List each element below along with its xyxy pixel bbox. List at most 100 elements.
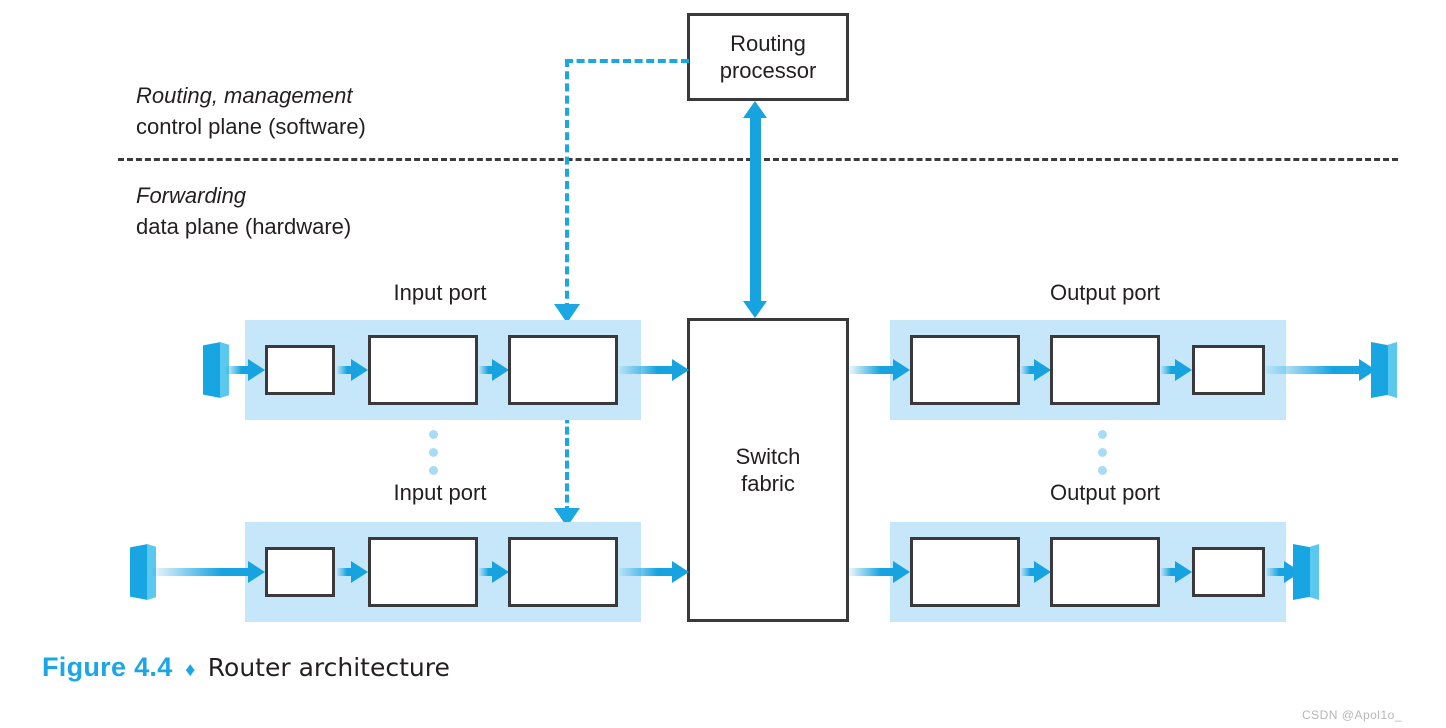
control-path-horizontal-segment — [565, 59, 689, 63]
input-port-top-title: Input port — [393, 280, 487, 305]
arrow-head — [492, 561, 509, 583]
arrow-head — [248, 359, 265, 381]
output-link-interface-icon-2 — [1293, 544, 1319, 600]
output-arrow-2-2 — [1161, 561, 1192, 583]
output-port-top-title: Output port — [1049, 280, 1161, 305]
input-stage-box-1-1 — [265, 345, 335, 395]
output-arrow-out-1 — [1266, 359, 1376, 381]
output-stage-box-2-1 — [910, 537, 1020, 607]
ellipsis-dot — [1098, 430, 1107, 439]
ellipsis-dot — [429, 466, 438, 475]
arrow-head — [351, 359, 368, 381]
arrow-shaft — [849, 366, 893, 374]
routing-processor-label-line2: processor — [719, 58, 817, 83]
input-arrow-1-1 — [337, 359, 368, 381]
input-arrow-1-2 — [479, 359, 509, 381]
arrow-head-up — [743, 101, 767, 118]
input-stage-box-1-2 — [368, 335, 478, 405]
input-arrow-2-1 — [337, 561, 368, 583]
slab-side-face — [1310, 544, 1319, 600]
slab-front-face — [130, 544, 148, 600]
routing-processor-label-line1: Routing — [730, 31, 806, 56]
output-arrow-1-2 — [1161, 359, 1192, 381]
slab-front-face — [203, 342, 221, 398]
input-arrow-in-1 — [225, 359, 265, 381]
figure-caption-text: Router architecture — [207, 653, 450, 682]
control-path-arrowhead-input-port-1 — [554, 304, 580, 323]
arrow-head — [672, 561, 689, 583]
arrow-head — [1175, 359, 1192, 381]
arrow-head — [893, 561, 910, 583]
arrow-shaft — [1021, 568, 1034, 576]
figure-caption: Figure 4.4 ♦ Router architecture — [42, 652, 450, 683]
arrow-head — [248, 561, 265, 583]
slab-front-face — [1293, 544, 1311, 600]
arrow-head — [672, 359, 689, 381]
diamond-icon: ♦ — [185, 659, 196, 681]
input-stage-box-2-2 — [368, 537, 478, 607]
arrow-shaft — [1266, 366, 1359, 374]
output-stage-box-2-3 — [1192, 547, 1265, 597]
routing-processor-label: Routing processor — [720, 30, 817, 84]
output-arrow-from-fabric-1 — [849, 359, 910, 381]
slab-side-face — [147, 544, 156, 600]
input-stage-box-2-1 — [265, 547, 335, 597]
output-arrow-2-1 — [1021, 561, 1051, 583]
data-plane-plain: data plane (hardware) — [136, 214, 352, 239]
output-arrow-1-1 — [1021, 359, 1051, 381]
arrow-shaft — [1161, 568, 1175, 576]
ellipsis-dot — [429, 448, 438, 457]
arrow-head-down — [743, 301, 767, 318]
arrow-head — [492, 359, 509, 381]
input-arrow-in-2 — [152, 561, 265, 583]
input-stage-box-2-3 — [508, 537, 618, 607]
arrow-shaft — [619, 568, 672, 576]
input-ports-ellipsis — [429, 430, 438, 484]
input-arrow-to-fabric-2 — [619, 561, 689, 583]
arrow-shaft — [619, 366, 672, 374]
control-plane-plain: control plane (software) — [136, 114, 366, 139]
arrow-shaft — [479, 568, 492, 576]
input-arrow-2-2 — [479, 561, 509, 583]
routing-processor-box: Routing processor — [687, 13, 849, 101]
figure-number: Figure 4.4 — [42, 652, 173, 682]
routing-processor-switch-fabric-arrow — [743, 101, 768, 318]
slab-side-face — [1388, 342, 1397, 398]
control-path-vertical-segment-2 — [565, 404, 569, 514]
arrow-shaft — [1266, 568, 1284, 576]
input-stage-box-1-3 — [508, 335, 618, 405]
switch-fabric-label: Switch fabric — [736, 443, 801, 497]
watermark-text: CSDN @Apol1o_ — [1301, 708, 1402, 722]
control-plane-emphasis: Routing, management — [136, 83, 353, 108]
slab-front-face — [1371, 342, 1389, 398]
data-plane-label: Forwarding data plane (hardware) — [136, 180, 351, 242]
ellipsis-dot — [1098, 448, 1107, 457]
arrow-shaft — [1021, 366, 1034, 374]
switch-fabric-label-line2: fabric — [741, 471, 795, 496]
output-link-interface-icon-1 — [1371, 342, 1397, 398]
input-link-interface-icon-1 — [203, 342, 229, 398]
arrow-shaft — [337, 366, 351, 374]
output-stage-box-1-1 — [910, 335, 1020, 405]
ellipsis-dot — [429, 430, 438, 439]
ellipsis-dot — [1098, 466, 1107, 475]
arrow-head — [1034, 359, 1051, 381]
arrow-shaft — [479, 366, 492, 374]
input-port-bottom-title: Input port — [393, 480, 487, 505]
control-plane-label: Routing, management control plane (softw… — [136, 80, 366, 142]
output-port-bottom-title: Output port — [1049, 480, 1161, 505]
switch-fabric-label-line1: Switch — [735, 444, 801, 469]
arrow-head — [351, 561, 368, 583]
arrow-head — [1175, 561, 1192, 583]
output-stage-box-1-2 — [1050, 335, 1160, 405]
arrow-shaft — [225, 366, 248, 374]
output-stage-box-1-3 — [1192, 345, 1265, 395]
switch-fabric-box: Switch fabric — [687, 318, 849, 622]
control-path-vertical-segment-1 — [565, 59, 569, 311]
input-link-interface-icon-2 — [130, 544, 156, 600]
slab-side-face — [220, 342, 229, 398]
arrow-head — [893, 359, 910, 381]
arrow-shaft — [337, 568, 351, 576]
output-ports-ellipsis — [1098, 430, 1107, 484]
